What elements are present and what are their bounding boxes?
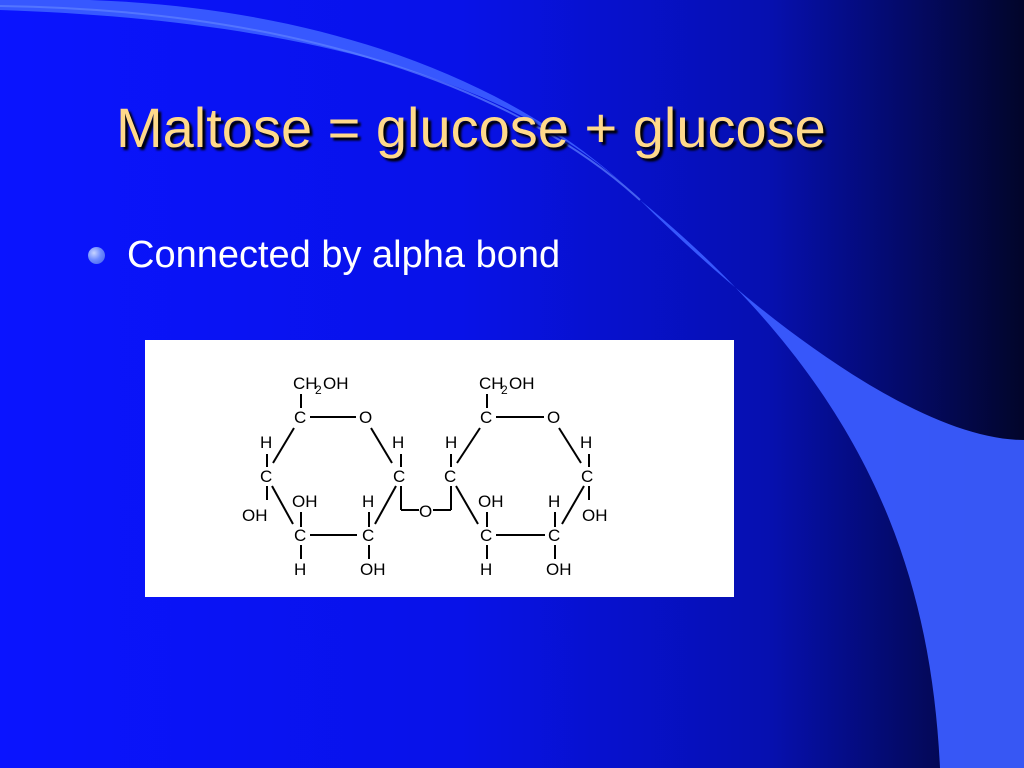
atom-o-ring-right: O <box>547 408 560 427</box>
atom-c4-left: C <box>260 467 272 486</box>
atom-h-c1-right: H <box>580 433 592 452</box>
atom-h-bottom-right: H <box>480 560 492 579</box>
maltose-structure-figure: CH 2 OH C O H C OH H C OH C C H H OH O <box>145 340 734 597</box>
atom-h-bottom-left: H <box>294 560 306 579</box>
atom-h-c1-left: H <box>392 433 404 452</box>
atom-oh-c1-right: OH <box>582 506 608 525</box>
maltose-structure-diagram: CH 2 OH C O H C OH H C OH C C H H OH O <box>242 374 608 579</box>
atom-c5-right: C <box>480 408 492 427</box>
atom-ch-left: CH <box>293 374 318 393</box>
atom-sub-2-right: 2 <box>501 383 508 397</box>
slide-title: Maltose = glucose + glucose <box>116 96 826 159</box>
bond <box>271 485 294 525</box>
atom-oh-bottom-left: OH <box>360 560 386 579</box>
atom-o-ring-left: O <box>359 408 372 427</box>
atom-oh-bottom-right: OH <box>546 560 572 579</box>
swoosh-highlight <box>0 5 641 201</box>
atom-c2-left: C <box>362 526 374 545</box>
atom-h-left: H <box>260 433 272 452</box>
atom-c1-right: C <box>581 467 593 486</box>
atom-ch-right: CH <box>479 374 504 393</box>
bullet-item: Connected by alpha bond <box>88 236 560 274</box>
bullet-dot-icon <box>88 246 105 264</box>
bullet-text: Connected by alpha bond <box>127 234 561 276</box>
atom-h-c2-right: H <box>548 492 560 511</box>
bond <box>455 485 479 525</box>
bond <box>374 485 397 525</box>
bond <box>558 427 582 464</box>
atom-oh-c3-left: OH <box>292 492 318 511</box>
atom-sub-2-left: 2 <box>315 383 322 397</box>
atom-oh-top-right: OH <box>509 374 535 393</box>
atom-c3-left: C <box>294 526 306 545</box>
atom-c3-right: C <box>480 526 492 545</box>
atom-c1-left: C <box>393 467 405 486</box>
bond <box>272 427 295 464</box>
bond <box>456 427 481 464</box>
atom-oh-c3-right: OH <box>478 492 504 511</box>
atom-oh-c4-left: OH <box>242 506 268 525</box>
atom-o-glycosidic: O <box>419 502 432 521</box>
atom-c5-left: C <box>294 408 306 427</box>
atom-c4-right: C <box>444 467 456 486</box>
atom-c2-right: C <box>548 526 560 545</box>
atom-h-c4-right: H <box>445 433 457 452</box>
bond <box>561 485 585 525</box>
atom-oh-top-left: OH <box>323 374 349 393</box>
bond <box>370 427 393 464</box>
atom-h-c2-left: H <box>362 492 374 511</box>
